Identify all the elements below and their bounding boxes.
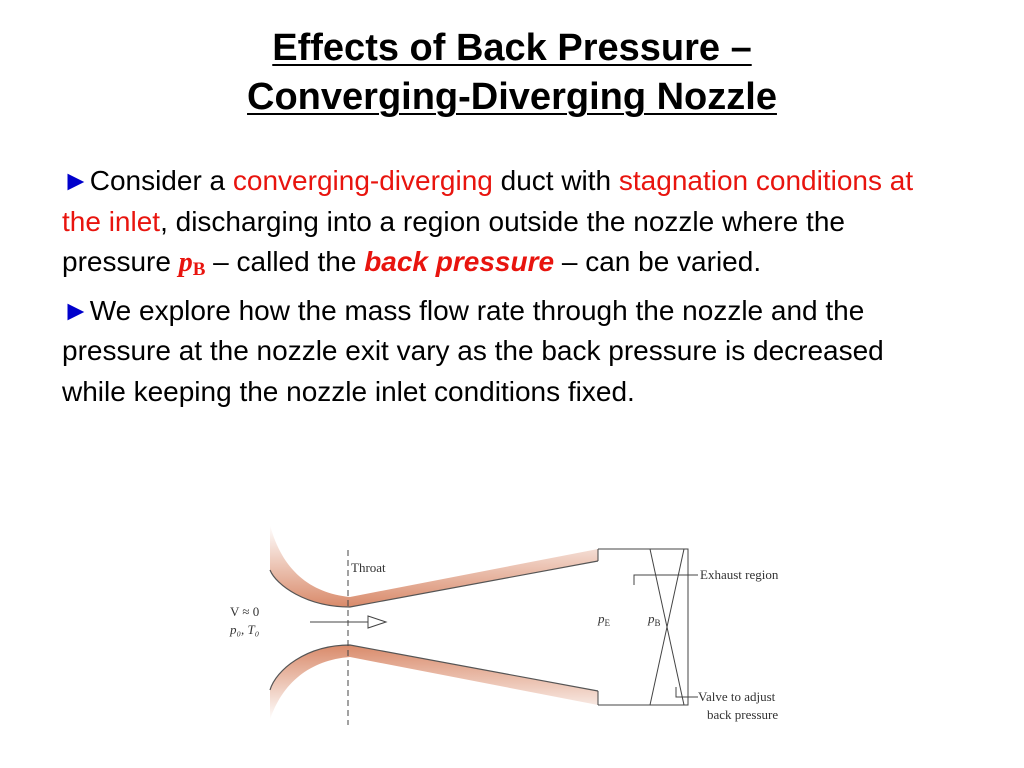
p1-highlight-stagnation: stagnation conditions at the inlet	[62, 165, 914, 237]
exhaust-region-leader	[633, 574, 688, 585]
exhaust-box-top	[598, 548, 689, 625]
bullet-icon: ►	[62, 294, 90, 326]
p2-text: We explore how the mass flow rate throug…	[62, 294, 884, 407]
title-line-2: Converging-Diverging Nozzle	[247, 76, 777, 118]
exhaust-box-bottom	[598, 625, 689, 706]
lower-wall-line	[269, 644, 599, 692]
inlet-velocity-label: V ≈ 0	[230, 604, 259, 619]
back-pressure-label: pB	[647, 611, 661, 628]
upper-wall-line	[269, 560, 599, 608]
p-symbol: p	[178, 247, 193, 279]
slide-body: ►Consider a converging-diverging duct wi…	[62, 161, 942, 413]
valve-leader	[675, 687, 698, 698]
throat-label: Throat	[351, 560, 386, 575]
p1-text-6: – called the	[205, 246, 365, 278]
nozzle-diagram: Throat V ≈ 0 p₀, T₀ Exhaust region Valve…	[210, 515, 810, 760]
p-subscript: B	[192, 259, 206, 281]
p1-text-5: , discharging into a region outside the …	[62, 205, 845, 278]
bullet-icon: ►	[62, 165, 90, 196]
title-line-1: Effects of Back Pressure –	[272, 27, 752, 69]
exit-pressure-label: pE	[597, 611, 611, 628]
lower-nozzle-wall	[270, 645, 598, 720]
paragraph-2: ►We explore how the mass flow rate throu…	[62, 291, 942, 413]
valve-label-line1: Valve to adjust	[698, 689, 776, 704]
exhaust-region-label: Exhaust region	[700, 567, 779, 582]
back-pressure-symbol: pB	[178, 247, 206, 281]
p1-text-1: Consider a	[89, 165, 233, 196]
upper-nozzle-wall	[270, 525, 598, 607]
p1-text-3: duct with	[492, 165, 619, 196]
pE-subscript: E	[605, 618, 611, 628]
flow-arrow-icon	[367, 615, 388, 629]
pB-symbol: p	[647, 611, 655, 626]
pE-symbol: p	[597, 611, 605, 626]
paragraph-1: ►Consider a converging-diverging duct wi…	[62, 161, 942, 291]
p1-highlight-cd: converging-diverging	[232, 165, 493, 196]
slide-title: Effects of Back Pressure – Converging-Di…	[0, 24, 1024, 122]
valve-label-line2: back pressure	[707, 707, 778, 722]
p1-highlight-back-pressure: back pressure	[364, 246, 555, 278]
p1-text-8: – can be varied.	[554, 246, 762, 278]
inlet-conditions-label: p₀, T₀	[229, 622, 259, 637]
pB-subscript: B	[655, 618, 661, 628]
nozzle-figure: Throat V ≈ 0 p₀, T₀ Exhaust region Valve…	[229, 525, 779, 725]
